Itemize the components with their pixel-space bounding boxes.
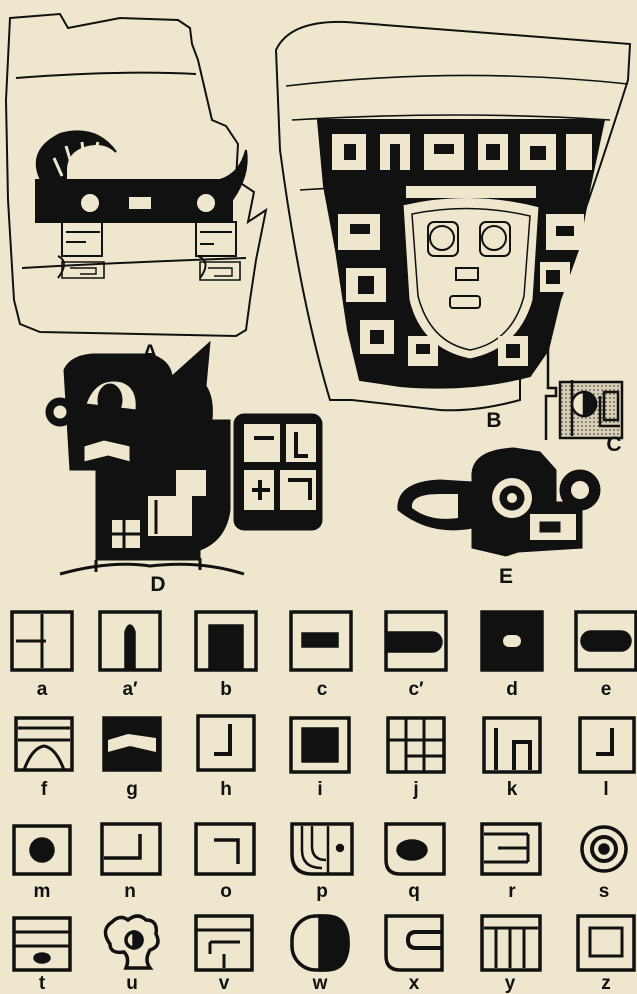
- glyph-c-prime-drawing: [386, 612, 446, 670]
- figure-label-c: C: [606, 434, 621, 455]
- glyph-label-s: s: [599, 882, 610, 901]
- glyph-label-t: t: [39, 974, 45, 993]
- figure-label-b: B: [486, 410, 501, 431]
- glyph-label-l: l: [603, 780, 608, 799]
- feline-head-d-drawing: [46, 342, 322, 574]
- glyph-label-k: k: [507, 780, 518, 799]
- glyph-a-prime-drawing: [100, 612, 160, 670]
- glyph-h-drawing: [198, 716, 254, 770]
- glyph-label-q: q: [408, 882, 420, 901]
- glyph-q-drawing: [386, 824, 444, 874]
- glyph-label-c-prime: c′: [408, 680, 423, 699]
- glyph-label-a: a: [37, 680, 48, 699]
- glyph-label-y: y: [505, 974, 516, 993]
- sherd-a-drawing: [6, 14, 266, 336]
- glyph-p-drawing: [292, 824, 352, 874]
- glyph-label-j: j: [413, 780, 418, 799]
- glyph-c-drawing: [291, 612, 351, 670]
- glyph-label-i: i: [317, 780, 322, 799]
- sherd-b-drawing: [276, 22, 630, 410]
- glyph-v-drawing: [196, 916, 252, 970]
- figure-label-a: A: [142, 342, 157, 363]
- glyph-e-drawing: [576, 612, 636, 670]
- glyph-label-r: r: [508, 882, 515, 901]
- glyph-r-drawing: [482, 824, 540, 874]
- glyph-y-drawing: [482, 916, 540, 970]
- figure-label-d: D: [150, 574, 165, 595]
- glyph-label-w: w: [313, 974, 328, 993]
- glyph-label-z: z: [601, 974, 611, 993]
- glyph-g-drawing: [104, 718, 160, 770]
- glyph-a-drawing: [12, 612, 72, 670]
- glyph-label-u: u: [126, 974, 138, 993]
- glyph-t-drawing: [14, 918, 70, 970]
- glyph-z-drawing: [578, 916, 634, 970]
- glyph-i-drawing: [291, 718, 349, 772]
- glyph-label-h: h: [220, 780, 232, 799]
- glyph-u-drawing: [105, 916, 158, 968]
- glyph-label-g: g: [126, 780, 138, 799]
- glyph-f-drawing: [16, 718, 72, 770]
- glyph-j-drawing: [388, 718, 444, 772]
- glyph-label-n: n: [124, 882, 136, 901]
- glyph-label-v: v: [219, 974, 230, 993]
- glyph-s-drawing: [582, 827, 626, 871]
- glyph-w-drawing: [292, 916, 348, 970]
- glyph-b-drawing: [196, 612, 256, 670]
- glyph-l-drawing: [580, 718, 634, 772]
- glyph-m-drawing: [14, 826, 70, 874]
- glyph-label-f: f: [41, 780, 47, 799]
- glyph-label-x: x: [409, 974, 420, 993]
- glyph-o-drawing: [196, 824, 254, 874]
- sherd-c-drawing: [546, 342, 622, 440]
- glyph-x-drawing: [386, 916, 442, 970]
- glyph-label-b: b: [220, 680, 232, 699]
- glyph-label-p: p: [316, 882, 328, 901]
- figure-label-e: E: [499, 566, 513, 587]
- glyph-label-e: e: [601, 680, 612, 699]
- glyph-label-o: o: [220, 882, 232, 901]
- glyph-k-drawing: [484, 718, 540, 772]
- motif-e-drawing: [398, 448, 600, 556]
- glyph-label-a-prime: a′: [122, 680, 137, 699]
- glyph-n-drawing: [102, 824, 160, 874]
- glyph-label-c: c: [317, 680, 328, 699]
- glyph-label-m: m: [34, 882, 51, 901]
- glyph-d-drawing: [482, 612, 542, 670]
- glyph-label-d: d: [506, 680, 518, 699]
